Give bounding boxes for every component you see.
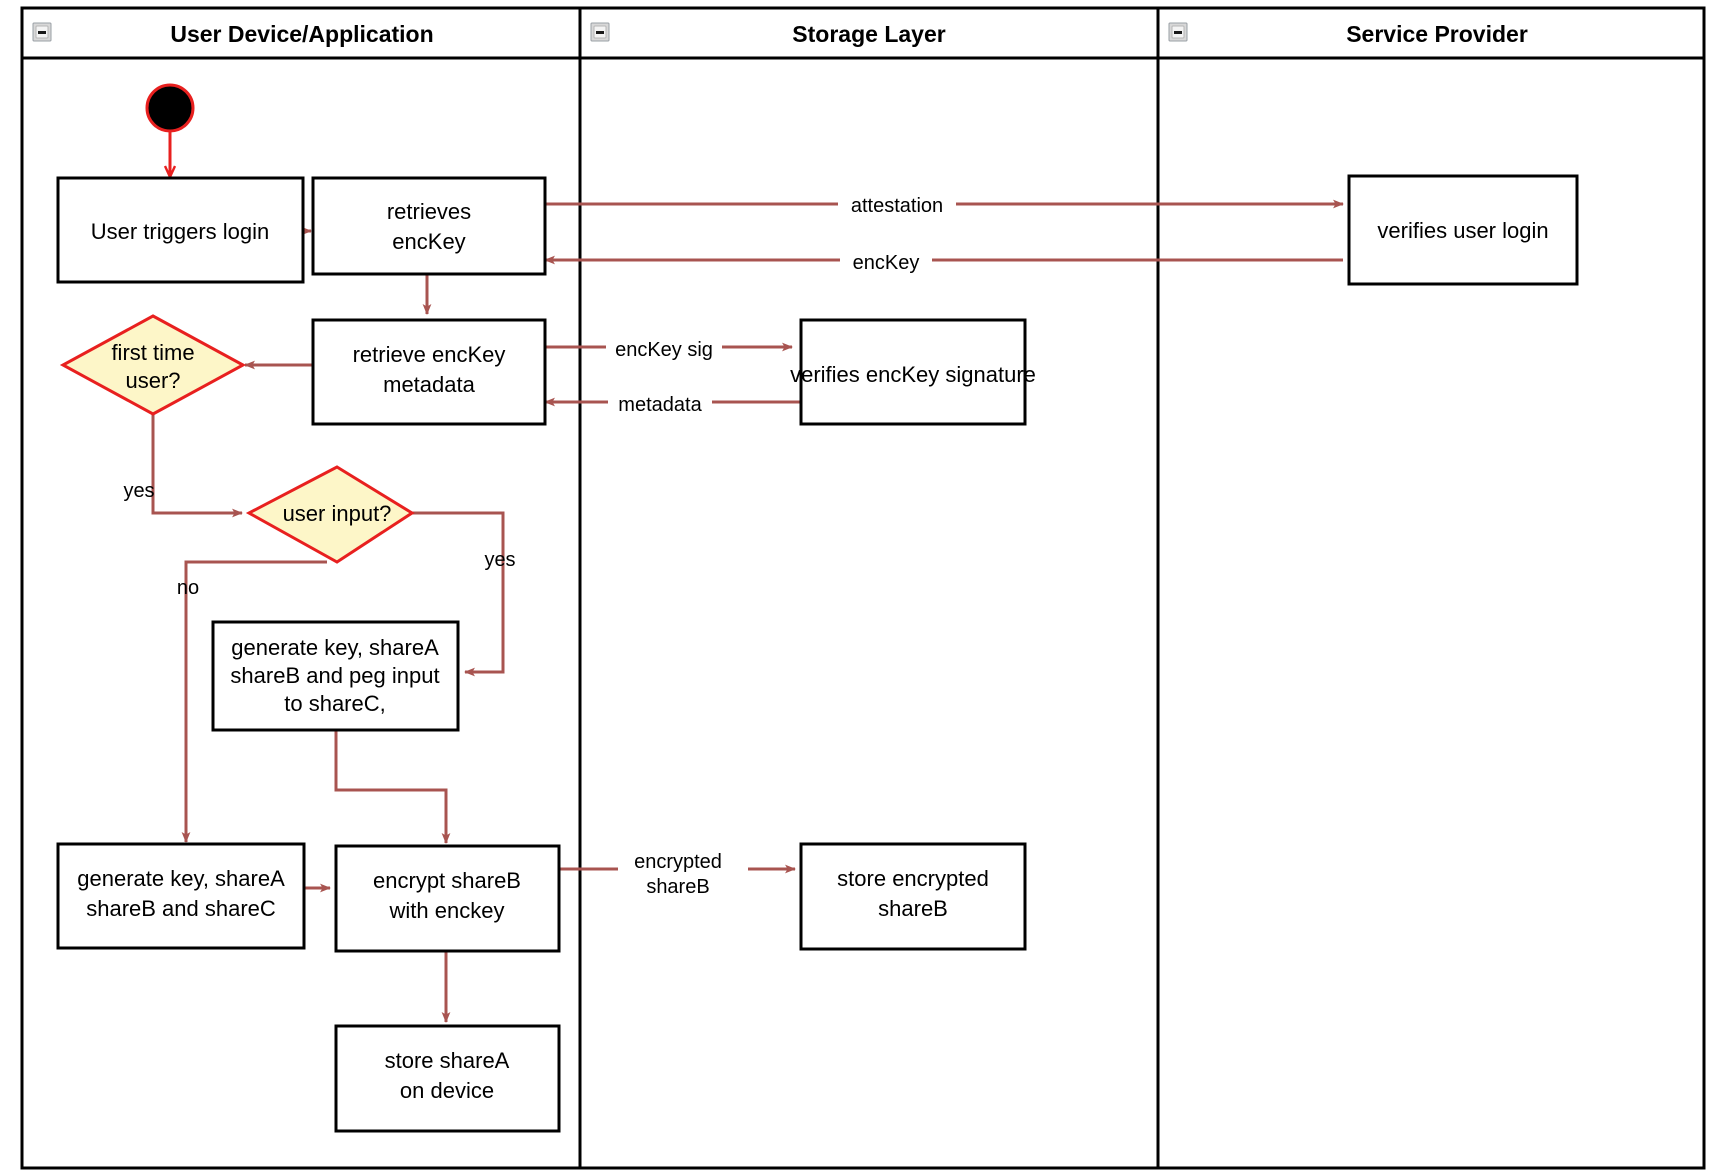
edge-label-yes-firsttime: yes bbox=[123, 480, 154, 502]
node-label-line2: on device bbox=[400, 1078, 494, 1103]
node-label-line1: store shareA bbox=[385, 1048, 510, 1073]
edge-label-encrypted-line2: shareB bbox=[646, 876, 709, 898]
edge-label-bg-enckey-sig bbox=[606, 337, 722, 361]
node-label: User triggers login bbox=[91, 219, 270, 244]
lane-header-user-device[interactable]: User Device/Application bbox=[32, 21, 434, 47]
lane-header-storage-layer[interactable]: Storage Layer bbox=[590, 21, 946, 47]
collapse-minus-icon[interactable] bbox=[1168, 22, 1188, 42]
node-label-line1: retrieve encKey bbox=[353, 342, 506, 367]
node-store-encrypted-shareb[interactable]: store encrypted shareB bbox=[799, 842, 1027, 951]
node-label: verifies encKey signature bbox=[790, 362, 1036, 387]
collapse-minus-icon[interactable] bbox=[32, 22, 52, 42]
edge-userinput-no bbox=[181, 560, 327, 843]
node-label-line2: with enckey bbox=[389, 898, 505, 923]
node-label: verifies user login bbox=[1377, 218, 1548, 243]
edge-label-bg-enckey bbox=[840, 250, 932, 274]
edge-firsttime-yes bbox=[151, 412, 243, 518]
node-label-line2: shareB and shareC bbox=[86, 896, 276, 921]
node-store-sharea-on-device[interactable]: store shareA on device bbox=[334, 1024, 561, 1133]
edge-label-encrypted-line1: encrypted bbox=[634, 851, 722, 873]
lane-title-service-provider: Service Provider bbox=[1346, 21, 1528, 47]
edge-label-attestation: attestation bbox=[851, 195, 943, 217]
node-label-line1: store encrypted bbox=[837, 866, 989, 891]
node-label-line1: first time bbox=[111, 340, 194, 365]
node-retrieve-enckey-metadata[interactable]: retrieve encKey metadata bbox=[311, 318, 547, 426]
lane-title-user-device: User Device/Application bbox=[170, 21, 433, 47]
node-generate-peg[interactable]: generate key, shareA shareB and peg inpu… bbox=[211, 620, 460, 732]
edge-label-bg-encrypted bbox=[618, 845, 748, 897]
edge-peg-to-encrypt bbox=[334, 728, 451, 844]
node-encrypt-shareb[interactable]: encrypt shareB with enckey bbox=[334, 844, 561, 953]
node-first-time-user[interactable]: first time user? bbox=[59, 314, 247, 416]
node-label-line2: metadata bbox=[383, 372, 475, 397]
collapse-minus-icon[interactable] bbox=[590, 22, 610, 42]
node-verifies-enckey-signature[interactable]: verifies encKey signature bbox=[790, 318, 1036, 426]
edge-label-no-userinput: no bbox=[177, 577, 199, 599]
edge-label-enckey-sig: encKey sig bbox=[615, 339, 713, 361]
edge-label-enckey: encKey bbox=[853, 252, 920, 274]
edge-label-bg-metadata bbox=[608, 392, 712, 416]
node-label: user input? bbox=[283, 501, 392, 526]
node-verifies-user-login[interactable]: verifies user login bbox=[1347, 174, 1579, 286]
initial-node[interactable] bbox=[145, 83, 195, 133]
node-label-line1: generate key, shareA bbox=[231, 635, 439, 660]
node-label-line2: shareB bbox=[878, 896, 948, 921]
node-generate-abc[interactable]: generate key, shareA shareB and shareC bbox=[56, 842, 306, 950]
node-label-line2: encKey bbox=[392, 229, 465, 254]
node-retrieves-enckey[interactable]: retrieves encKey bbox=[311, 176, 547, 276]
node-label-line1: retrieves bbox=[387, 199, 471, 224]
lane-title-storage-layer: Storage Layer bbox=[792, 21, 945, 47]
edge-label-bg-attestation bbox=[838, 193, 956, 217]
lane-header-service-provider[interactable]: Service Provider bbox=[1168, 21, 1528, 47]
node-label-line1: generate key, shareA bbox=[77, 866, 285, 891]
node-label-line1: encrypt shareB bbox=[373, 868, 521, 893]
node-label-line2: user? bbox=[125, 368, 180, 393]
edge-label-metadata: metadata bbox=[618, 394, 702, 416]
node-label-line3: to shareC, bbox=[284, 691, 386, 716]
edge-label-yes-userinput: yes bbox=[484, 549, 515, 571]
node-label-line2: shareB and peg input bbox=[230, 663, 439, 688]
edge-userinput-yes bbox=[412, 511, 505, 677]
node-user-input[interactable]: user input? bbox=[245, 465, 415, 564]
node-user-triggers-login[interactable]: User triggers login bbox=[56, 176, 305, 284]
